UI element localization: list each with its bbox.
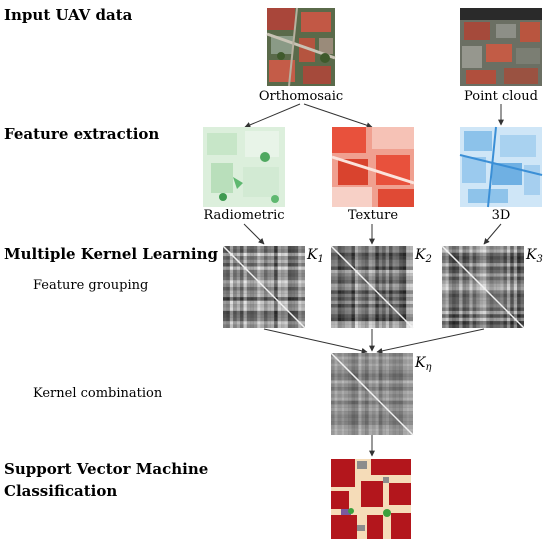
label-feature-grouping: Feature grouping (33, 278, 149, 293)
radiometric-feature-image (203, 127, 285, 207)
heading-feature-extraction: Feature extraction (4, 125, 160, 143)
kernel-matrix-k1 (222, 245, 306, 329)
kernel-matrix-k3 (441, 245, 525, 329)
kernel-matrix-k2 (330, 245, 414, 329)
caption-orthomosaic: Orthomosaic (258, 89, 344, 104)
arrow-ortho-to-radiometric (244, 103, 301, 128)
orthomosaic-image (266, 7, 336, 87)
point-cloud-image (460, 8, 542, 86)
kernel-label-k1: K1 (307, 247, 324, 265)
arrow-k1-to-keta (263, 328, 368, 354)
heading-input-uav-data: Input UAV data (4, 6, 133, 24)
arrow-k3-to-keta (376, 328, 485, 354)
arrow-radiometric-to-k1 (243, 223, 265, 245)
kernel-label-k2: K2 (415, 247, 432, 265)
heading-classification: Classification (4, 482, 118, 500)
kernel-matrix-keta (330, 352, 414, 436)
kernel-label-k3: K3 (526, 247, 543, 265)
texture-feature-image (331, 127, 415, 207)
arrow-ortho-to-texture (303, 103, 373, 129)
heading-svm: Support Vector Machine (4, 460, 209, 478)
label-kernel-combination: Kernel combination (33, 386, 163, 401)
caption-3d: 3D (491, 208, 511, 223)
3d-feature-image (459, 126, 543, 208)
heading-multiple-kernel-learning: Multiple Kernel Learning (4, 245, 219, 263)
caption-texture: Texture (347, 208, 399, 223)
kernel-label-keta: Kη (415, 355, 432, 373)
classification-map-image (331, 459, 411, 539)
caption-point-cloud: Point cloud (464, 89, 538, 104)
caption-radiometric: Radiometric (203, 208, 285, 223)
arrow-3d-to-k3 (483, 223, 502, 245)
